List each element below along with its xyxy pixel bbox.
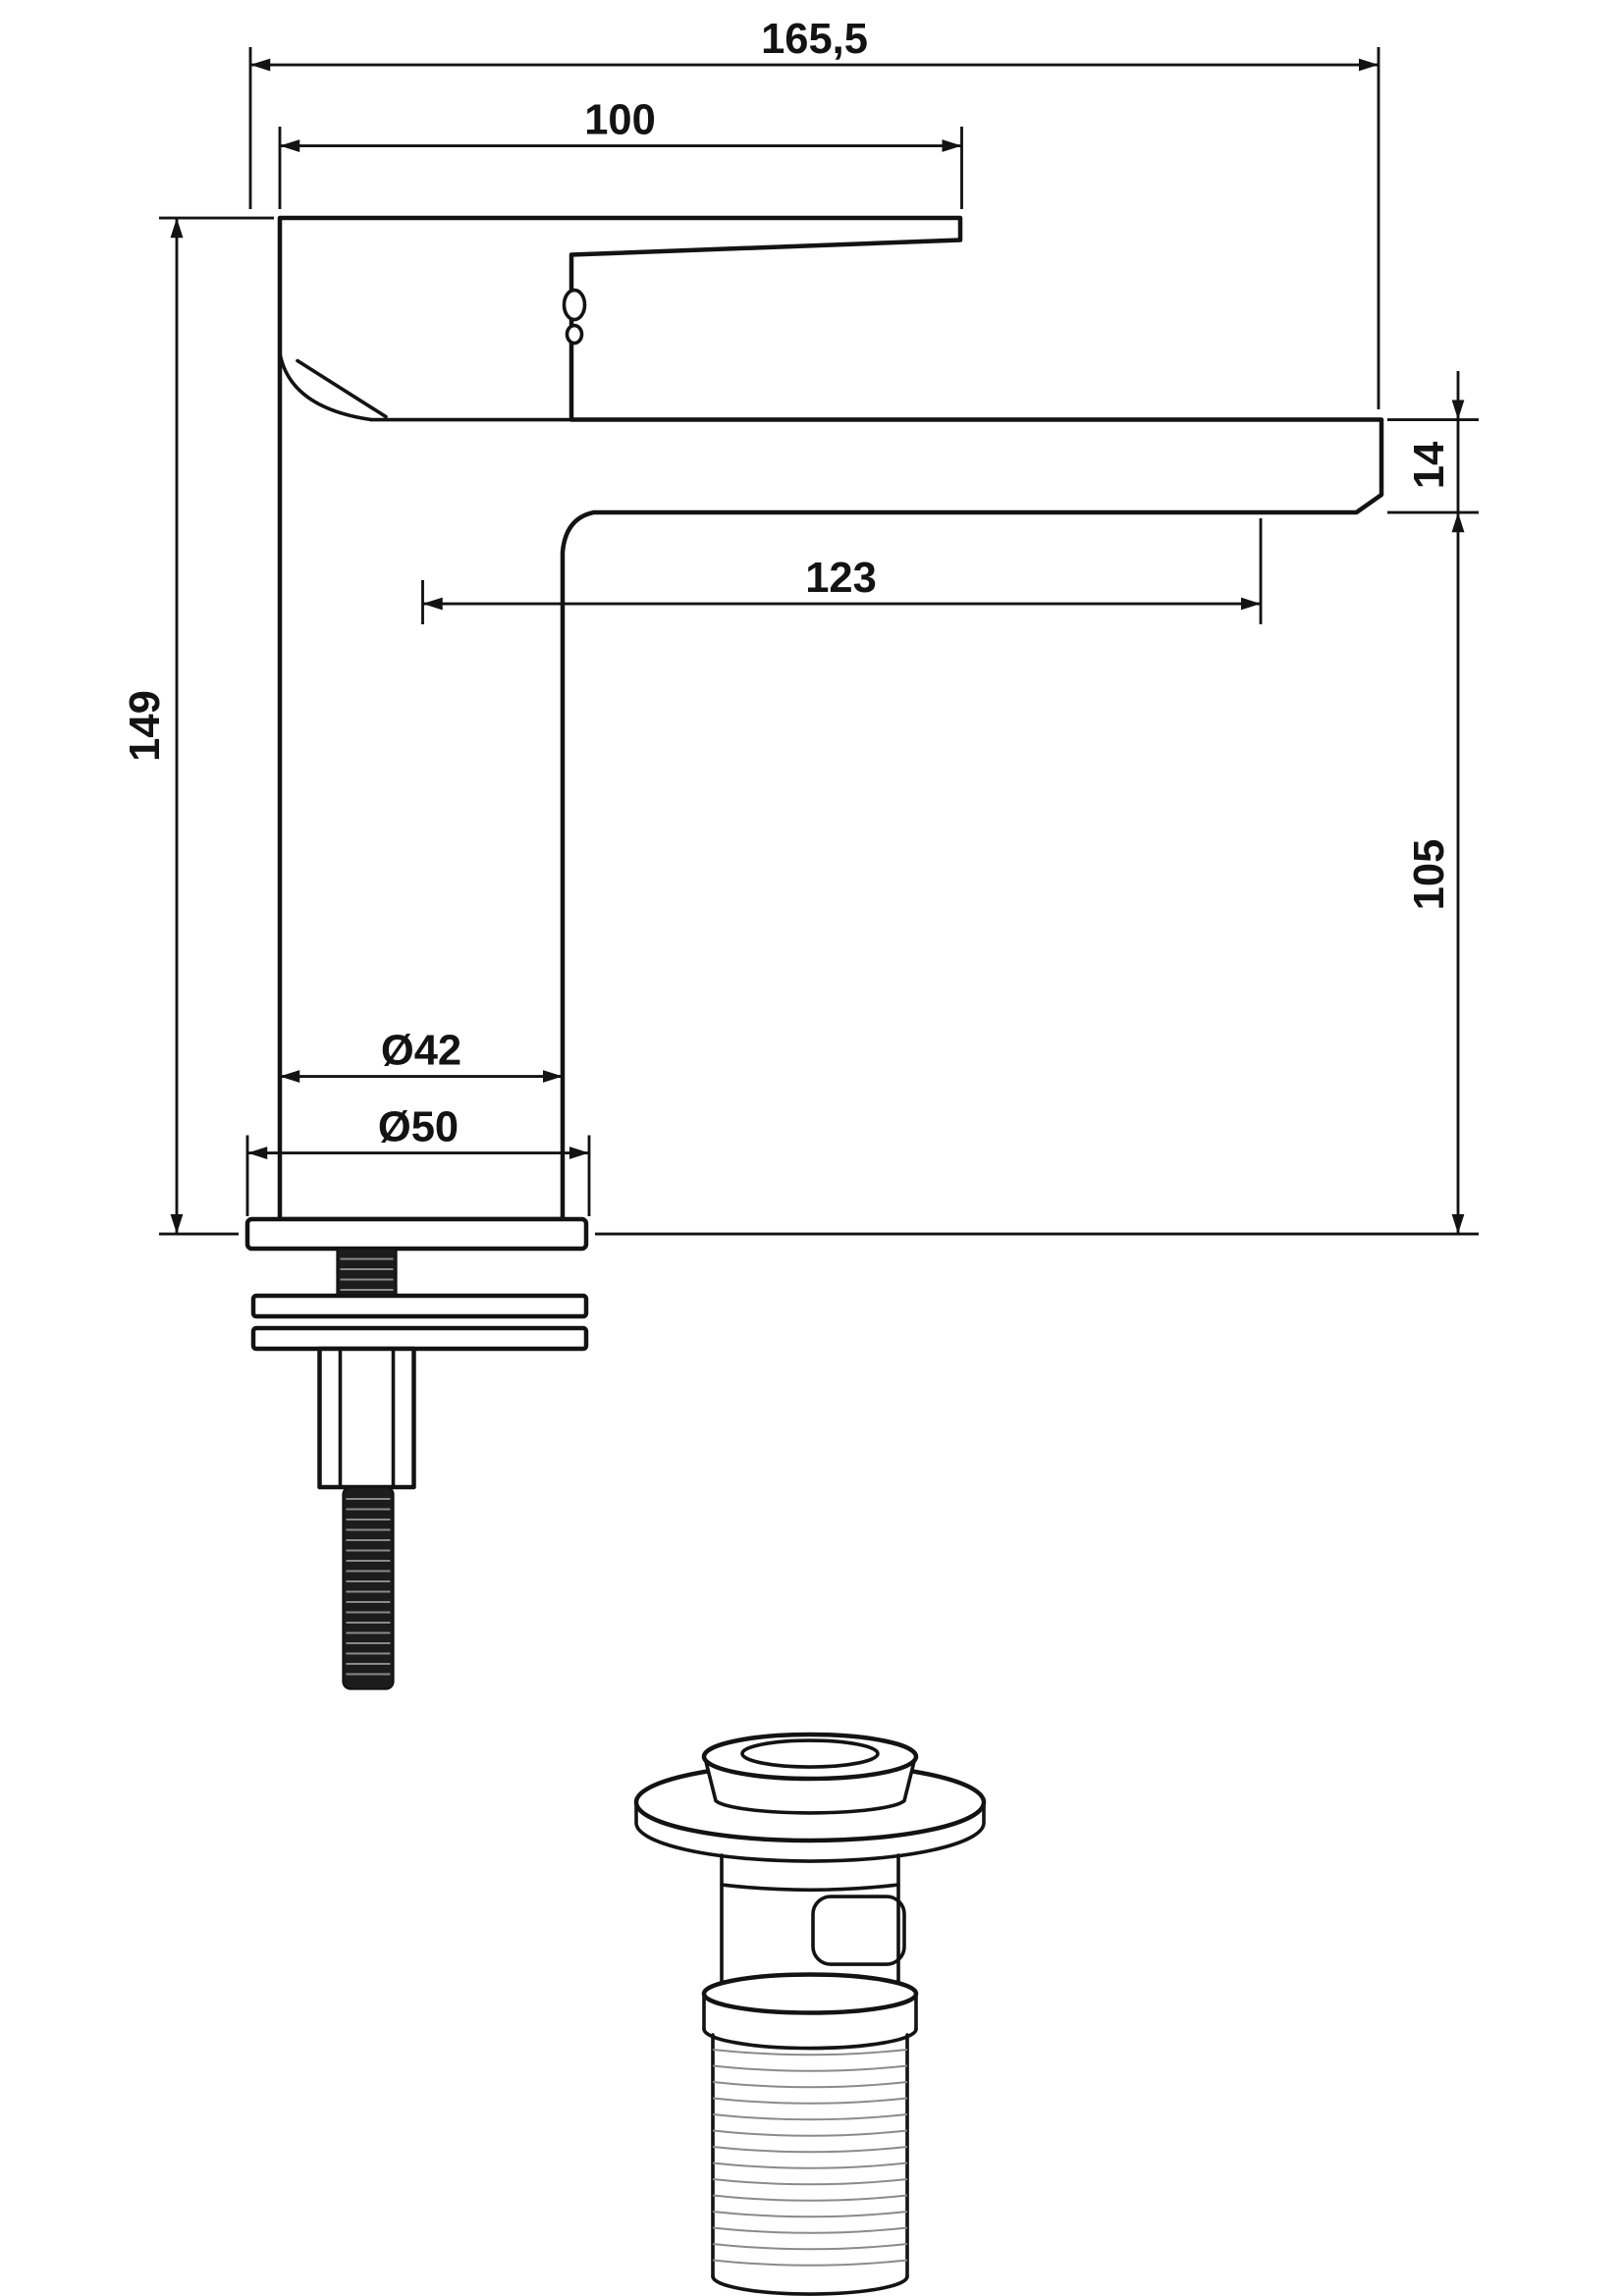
- waste-thread-sides: [711, 2033, 909, 2278]
- waste-cap-inner-ring: [740, 1738, 880, 1769]
- waste-neck-sides: [720, 1853, 900, 1987]
- dim-spout-thickness-label: 14: [1406, 442, 1453, 489]
- dim-total-height-label: 149: [122, 690, 169, 762]
- dim-spout-thickness: 14: [1387, 371, 1479, 514]
- dim-total-height: 149: [122, 216, 274, 1236]
- dim-handle-length-label: 100: [584, 97, 656, 144]
- dim-spout-reach: 123: [421, 518, 1263, 625]
- tap-drawing: [244, 215, 1384, 1690]
- waste-drawing: [633, 1732, 987, 2296]
- rod-thread-lines: [346, 1498, 391, 1676]
- waste-thread-lines: [712, 2049, 908, 2267]
- washer-bottom: [250, 1325, 589, 1352]
- dim-body-diameter-label: Ø42: [381, 1028, 461, 1075]
- base-flange: [244, 1216, 589, 1252]
- waste-collar-bottom-arc: [702, 2027, 918, 2051]
- set-screw-tip-icon: [565, 323, 584, 346]
- dim-body-diameter: Ø42: [280, 1028, 563, 1083]
- waste-bottom-arc: [711, 2274, 909, 2296]
- waste-overflow-slot: [811, 1895, 906, 1966]
- dim-spout-height-label: 105: [1406, 839, 1453, 911]
- dim-handle-length: 100: [278, 97, 963, 210]
- body-chamfer-line: [296, 358, 388, 419]
- dim-overall-width-extensions: [248, 47, 1380, 410]
- backnut-facet-lines: [338, 1347, 396, 1489]
- dim-base-diameter: Ø50: [245, 1104, 591, 1217]
- dim-spout-reach-label: 123: [805, 555, 877, 602]
- waste-neck-joint-line: [720, 1883, 900, 1893]
- backnut: [317, 1346, 416, 1490]
- dim-base-diameter-label: Ø50: [378, 1104, 459, 1151]
- dim-overall-width: 165,5: [248, 16, 1380, 410]
- body-spout-fillet-line: [278, 351, 373, 422]
- waste-collar-top: [701, 1972, 919, 2015]
- washer-top: [250, 1293, 589, 1319]
- threaded-rod: [342, 1485, 395, 1690]
- threaded-stud: [336, 1247, 398, 1301]
- waste-flange-rim: [634, 1800, 986, 1863]
- dim-overall-width-label: 165,5: [761, 16, 868, 63]
- waste-collar-sides: [702, 1992, 918, 2031]
- dimensions: 165,5 100 123 149 14: [122, 16, 1479, 1236]
- stud-thread-lines: [340, 1257, 394, 1291]
- set-screw-icon: [562, 288, 587, 322]
- dim-spout-height: 105: [595, 512, 1479, 1236]
